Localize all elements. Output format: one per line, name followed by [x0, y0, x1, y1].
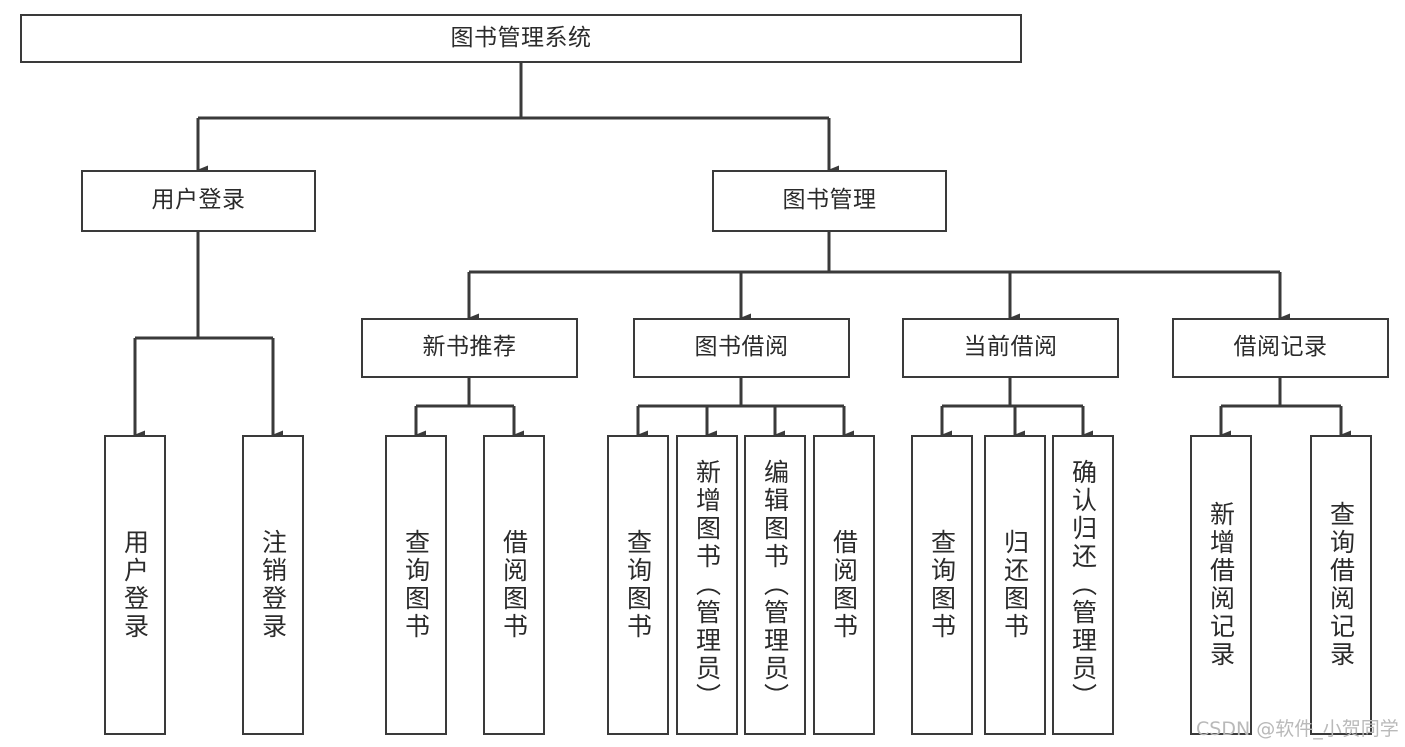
leaf-confirm-return-admin[interactable]: 确认归还（管理员） [1052, 435, 1114, 735]
leaf-edit-book-admin[interactable]: 编辑图书（管理员） [744, 435, 806, 735]
node-label: 借阅记录 [1233, 334, 1328, 361]
node-label: 查询图书 [927, 529, 957, 641]
node-borrow-record[interactable]: 借阅记录 [1172, 318, 1389, 378]
leaf-return-book[interactable]: 归还图书 [984, 435, 1046, 735]
node-label: 借阅图书 [829, 529, 859, 641]
node-root-system[interactable]: 图书管理系统 [20, 14, 1022, 63]
node-label: 用户登录 [151, 187, 246, 214]
node-label: 新增图书（管理员） [692, 459, 722, 711]
leaf-add-book-admin[interactable]: 新增图书（管理员） [676, 435, 738, 735]
node-label: 图书借阅 [694, 334, 789, 361]
leaf-logout-login[interactable]: 注销登录 [242, 435, 304, 735]
node-label: 图书管理 [782, 187, 877, 214]
node-book-manage[interactable]: 图书管理 [712, 170, 947, 232]
node-label: 查询借阅记录 [1326, 501, 1356, 669]
node-label: 当前借阅 [963, 334, 1058, 361]
node-label: 确认归还（管理员） [1068, 459, 1098, 711]
leaf-user-login[interactable]: 用户登录 [104, 435, 166, 735]
edge-lines [133, 63, 1351, 440]
node-label: 注销登录 [258, 529, 288, 641]
leaf-query-book-recommend[interactable]: 查询图书 [385, 435, 447, 735]
leaf-borrow-book-recommend[interactable]: 借阅图书 [483, 435, 545, 735]
leaf-query-book-borrow[interactable]: 查询图书 [607, 435, 669, 735]
node-current-borrow[interactable]: 当前借阅 [902, 318, 1119, 378]
node-label: 用户登录 [120, 529, 150, 641]
node-label: 编辑图书（管理员） [760, 459, 790, 711]
leaf-add-borrow-record[interactable]: 新增借阅记录 [1190, 435, 1252, 735]
node-label: 图书管理系统 [450, 24, 592, 51]
node-label: 新增借阅记录 [1206, 501, 1236, 669]
node-label: 归还图书 [1000, 529, 1030, 641]
node-label: 借阅图书 [499, 529, 529, 641]
leaf-borrow-book-borrow[interactable]: 借阅图书 [813, 435, 875, 735]
node-label: 查询图书 [401, 529, 431, 641]
node-user-login[interactable]: 用户登录 [81, 170, 316, 232]
node-new-book-recommend[interactable]: 新书推荐 [361, 318, 578, 378]
leaf-query-book-current[interactable]: 查询图书 [911, 435, 973, 735]
leaf-query-borrow-record[interactable]: 查询借阅记录 [1310, 435, 1372, 735]
node-label: 查询图书 [623, 529, 653, 641]
node-book-borrow[interactable]: 图书借阅 [633, 318, 850, 378]
node-label: 新书推荐 [422, 334, 517, 361]
